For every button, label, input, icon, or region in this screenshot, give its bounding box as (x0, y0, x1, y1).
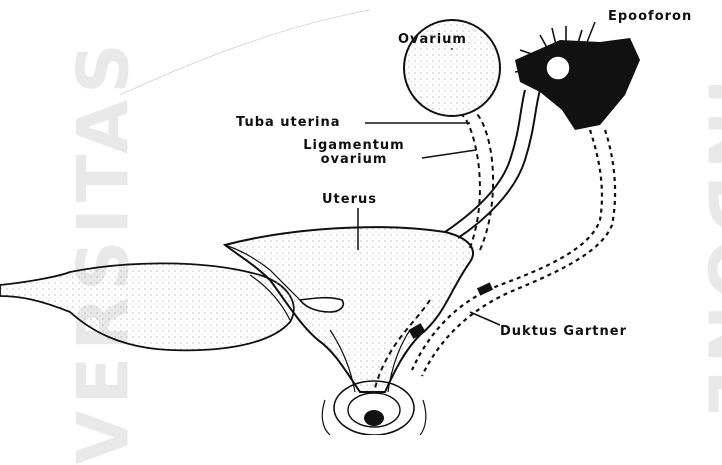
label-uterus: Uterus (322, 193, 377, 207)
epooforon-shape (515, 38, 640, 130)
label-ligamentum-line1: Ligamentum (292, 139, 416, 153)
label-tuba-uterina: Tuba uterina (236, 116, 340, 130)
vaginal-opening (364, 410, 384, 426)
label-ovarium: Ovarium (398, 33, 467, 47)
label-epooforon: Epooforon (608, 10, 692, 24)
faint-guide-line (120, 10, 370, 95)
label-ligamentum-line2: ovarium (292, 153, 416, 167)
ligamentum-leader-line (422, 150, 476, 158)
label-duktus-gartner: Duktus Gartner (500, 325, 627, 339)
anatomy-drawing (0, 0, 722, 435)
left-lobe-shape (0, 263, 294, 350)
label-ligamentum-ovarium: Ligamentum ovarium (292, 139, 416, 167)
duktus-gartner-leader-line (470, 312, 500, 325)
diagram-canvas: VERSITAS INDONE (0, 0, 722, 435)
